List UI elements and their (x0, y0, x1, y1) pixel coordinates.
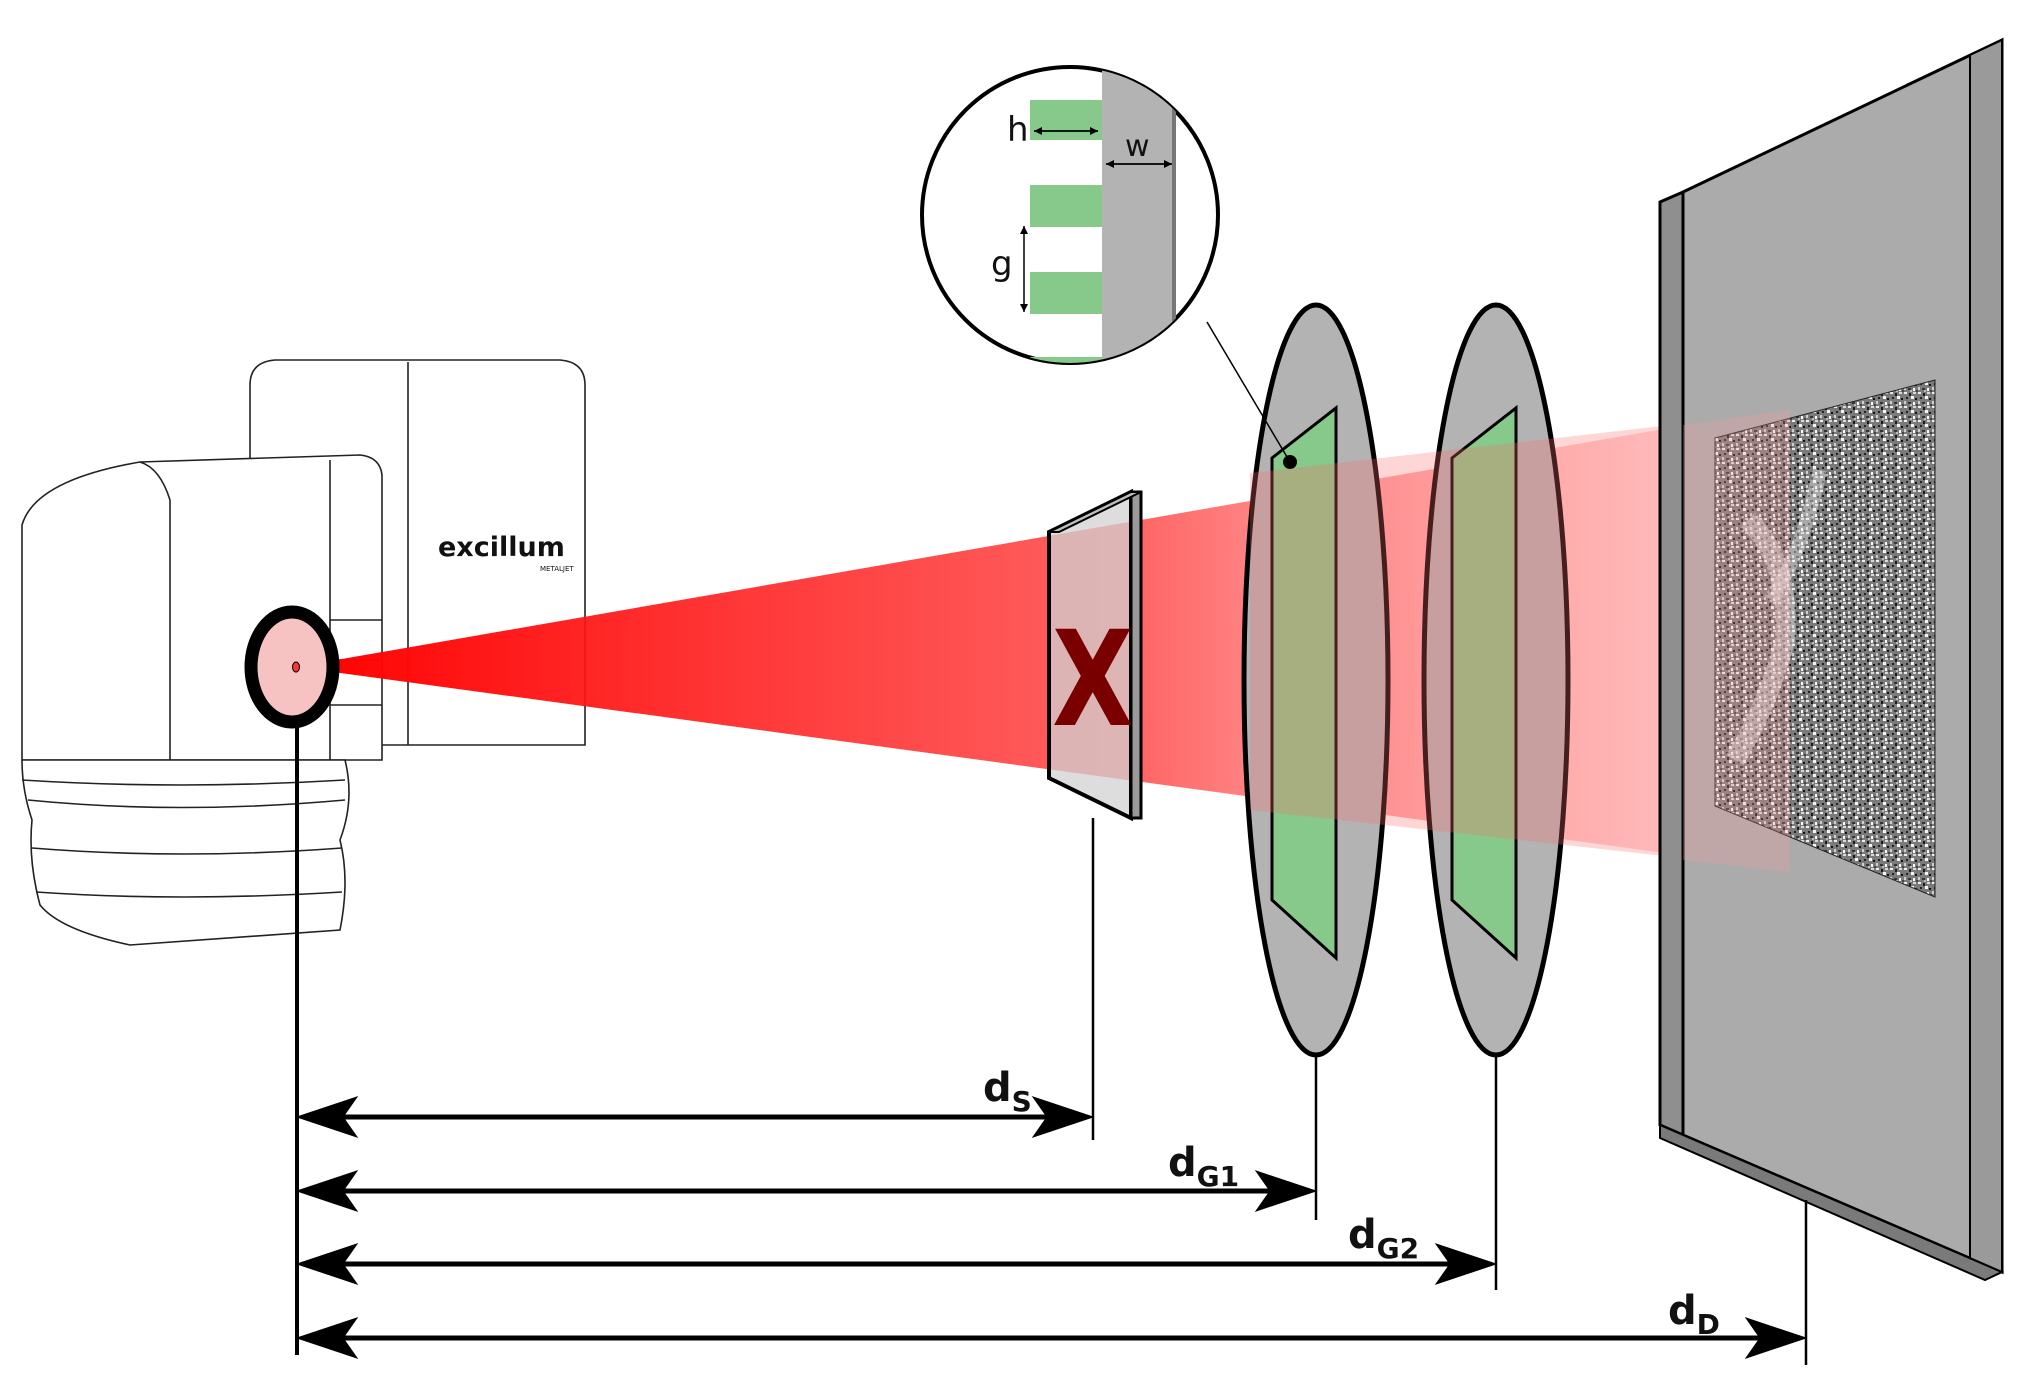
brand-model: METALJET (540, 565, 574, 573)
label-dd-sub: D (1697, 1308, 1720, 1341)
label-ds-main: d (983, 1065, 1012, 1111)
label-h: h (1007, 110, 1029, 150)
brand-logo: excillum (438, 532, 565, 563)
label-dd-main: d (1668, 1288, 1697, 1334)
distance-markers (295, 722, 1808, 1359)
label-dg1-sub: G1 (1197, 1160, 1239, 1193)
x-ray-beam (296, 420, 1790, 870)
label-dg2-main: d (1348, 1212, 1377, 1258)
label-dg2-sub: G2 (1377, 1232, 1419, 1265)
label-w: w (1125, 129, 1150, 164)
label-g: g (991, 244, 1013, 284)
sample-holder (1047, 488, 1143, 822)
label-ds-sub: S (1012, 1085, 1032, 1118)
label-dd: dD (1668, 1288, 1720, 1341)
label-dg1-main: d (1168, 1140, 1197, 1186)
label-dg2: dG2 (1348, 1212, 1419, 1265)
sample-label: X (1052, 604, 1133, 757)
grating-line (1030, 185, 1102, 227)
source-base (21, 759, 350, 946)
label-ds: dS (983, 1065, 1032, 1118)
grating-line (1030, 357, 1102, 363)
grating-g2 (1421, 302, 1571, 1290)
grating-line (1030, 272, 1102, 314)
grating-g1 (1241, 302, 1391, 1220)
detector-image (1714, 379, 1936, 898)
x-ray-beam-overlay (1250, 420, 1790, 870)
focal-spot (292, 661, 300, 673)
detector (1658, 37, 2005, 1365)
x-ray-beam-detector-overlay (1683, 410, 1790, 872)
grating-detail-inset (920, 65, 1291, 463)
label-dg1: dG1 (1168, 1140, 1239, 1193)
source-front-housing (21, 454, 383, 761)
inset-leader-line (1206, 321, 1291, 463)
